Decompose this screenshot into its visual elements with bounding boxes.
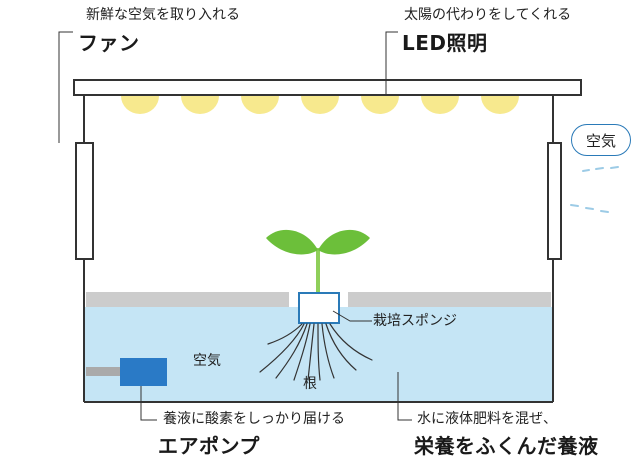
- pump-leader: [140, 386, 157, 421]
- root-label: 根: [303, 376, 317, 392]
- plant: [266, 229, 370, 296]
- leaf-left: [266, 229, 318, 255]
- roots: [259, 323, 373, 381]
- leaf-right: [318, 229, 370, 255]
- air-bubble-label: 空気: [571, 124, 631, 156]
- airflow-marks: [570, 166, 619, 213]
- led-title: LED照明: [402, 31, 488, 55]
- air-pump-tube: [86, 367, 120, 376]
- fan-right: [547, 142, 562, 260]
- fan-leader: [58, 31, 73, 143]
- solution-description: 水に液体肥料を混ぜ、: [417, 411, 557, 427]
- tray-left: [86, 292, 289, 307]
- led-lamp: [481, 96, 519, 114]
- air-pump: [120, 358, 167, 386]
- led-leader: [385, 31, 398, 95]
- fan-title: ファン: [78, 31, 140, 55]
- solution-title: 栄養をふくんだ養液: [414, 434, 599, 458]
- led-lamp: [361, 96, 399, 114]
- fan-left: [75, 142, 94, 260]
- led-lamp: [421, 96, 459, 114]
- led-lamp: [301, 96, 339, 114]
- led-lamps: [121, 96, 519, 114]
- sponge-leader: [332, 310, 372, 322]
- led-lamp: [181, 96, 219, 114]
- solution-leader: [397, 372, 412, 421]
- pump-title: エアポンプ: [158, 434, 260, 458]
- fan-description: 新鮮な空気を取り入れる: [86, 7, 240, 23]
- tray-right: [348, 292, 551, 307]
- led-lamp: [121, 96, 159, 114]
- inner-air-label: 空気: [193, 353, 221, 369]
- sponge-label: 栽培スポンジ: [373, 313, 457, 329]
- led-lamp: [241, 96, 279, 114]
- led-bar: [73, 79, 582, 96]
- led-description: 太陽の代わりをしてくれる: [404, 7, 572, 23]
- pump-description: 養液に酸素をしっかり届ける: [163, 411, 345, 427]
- leader-lines: [58, 31, 412, 421]
- grow-sponge: [298, 292, 340, 324]
